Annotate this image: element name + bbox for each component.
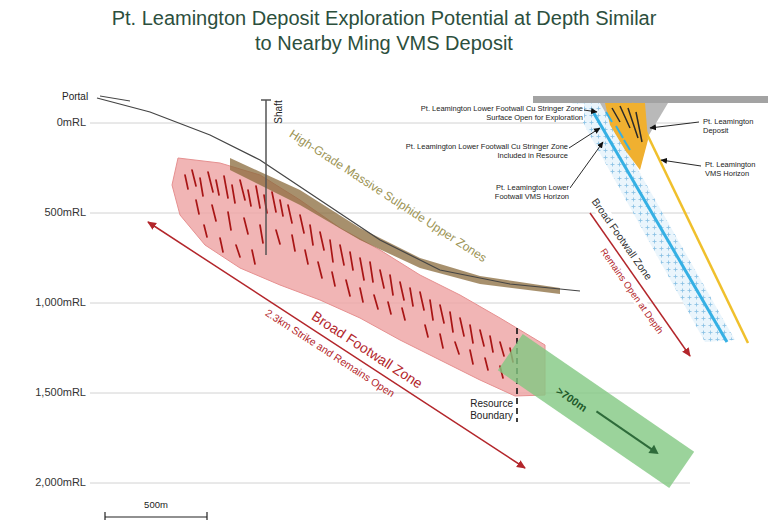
leader-arrow	[570, 142, 603, 188]
inset-callout: Pt. Leamington Lower Footwall VMS Horizo…	[473, 183, 570, 201]
depth-label: 0mRL	[57, 116, 86, 129]
portal-marker	[100, 96, 130, 101]
scale-bar	[105, 512, 207, 520]
inset-surface	[533, 96, 768, 103]
scale-tick	[104, 512, 105, 520]
mine-development	[97, 98, 580, 291]
depth-label: 1,500mRL	[35, 386, 86, 399]
shaft-line	[265, 100, 267, 255]
boundary-label: Resource Boundary	[462, 398, 514, 422]
inset-deposit	[605, 103, 648, 170]
title-text: Pt. Leamington Deposit Exploration Poten…	[111, 6, 657, 56]
inset-depth-arrow	[590, 213, 690, 356]
grid-line	[90, 483, 690, 484]
leader-lines	[569, 110, 701, 188]
scale-label: 500m	[144, 499, 168, 510]
inset-deposit-streaks	[612, 106, 642, 142]
scale-tick	[206, 512, 207, 520]
place-label: Shaft	[273, 100, 285, 123]
massive-sulphide-band	[230, 158, 560, 294]
depth-label: 2,000mRL	[35, 476, 86, 489]
inset-callout: Pt. Leamington Deposit	[702, 117, 766, 135]
leader-arrow	[661, 160, 701, 166]
depth-label: 1,000mRL	[35, 296, 86, 309]
shaft-collar	[261, 99, 271, 101]
inset-callout: Pt. Leamington VMS Horizon	[704, 160, 766, 178]
band-arrow	[498, 334, 694, 488]
leader-arrow	[569, 128, 600, 148]
inset-callout: Pt. Leamington Lower Footwall Cu Stringe…	[397, 142, 569, 160]
strike-arrow	[148, 222, 525, 468]
band-arrow-line	[596, 411, 652, 450]
inset-stringer-streaks	[606, 112, 630, 150]
inset-callout: Pt. Leamington Lower Footwall Cu Stringe…	[412, 104, 584, 122]
band-label: >700m	[554, 384, 589, 413]
place-label: Portal	[62, 91, 88, 103]
leader-arrow	[584, 110, 597, 112]
scale-line	[105, 516, 207, 517]
depth-label: 500mRL	[44, 206, 86, 219]
leader-arrow	[650, 122, 699, 128]
extension-band: >700m	[498, 334, 694, 488]
band-arrow-head	[648, 445, 661, 458]
